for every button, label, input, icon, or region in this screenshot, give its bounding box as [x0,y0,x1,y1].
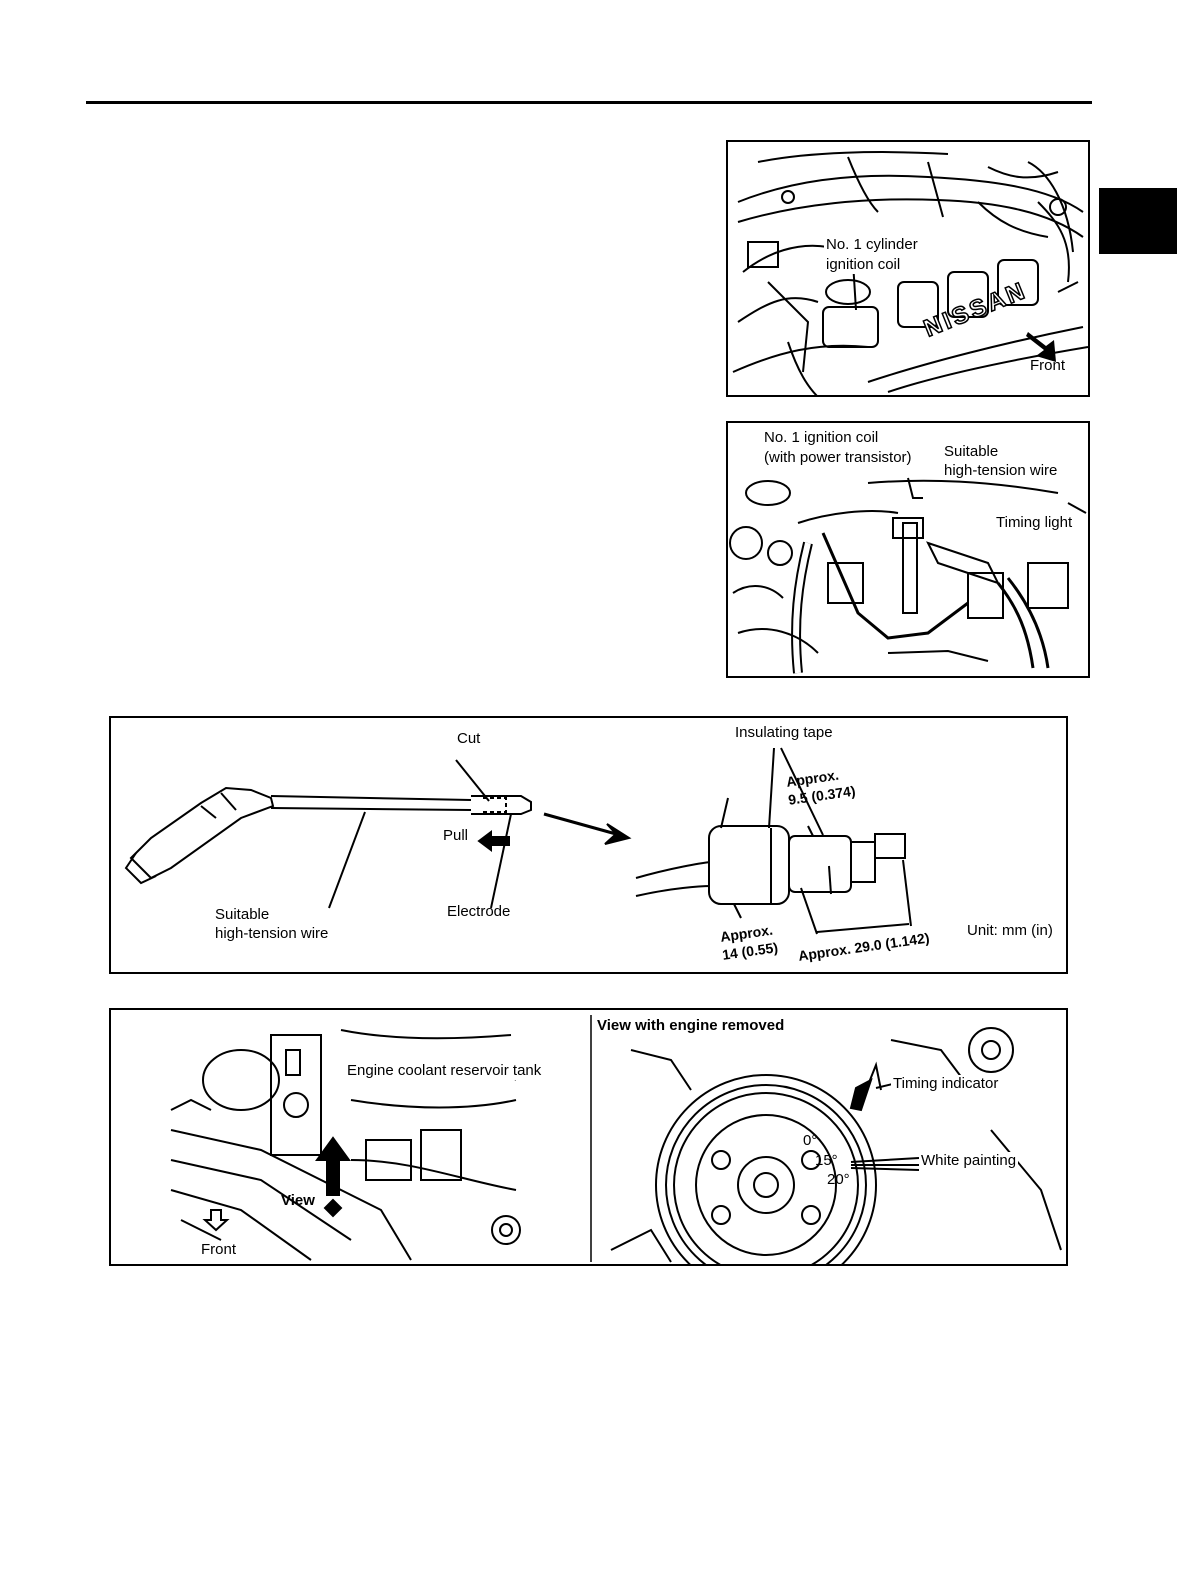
degree-20-label: 20° [827,1171,850,1188]
front-arrow-icon [202,1209,230,1232]
view-arrow-icon [315,1136,351,1196]
timing-light-illustration [729,477,1087,674]
insulating-tape-label: Insulating tape [735,724,833,741]
white-painting-label: White painting [919,1152,1019,1170]
timing-mark-illustration [170,1015,1062,1264]
electrode-label: Electrode [447,903,511,920]
unit-label: Unit: mm (in) [967,922,1053,939]
timing-light-label: Timing light [994,514,1075,532]
section-tab-marker [1099,188,1177,254]
suitable-wire-label-line2: high-tension wire [215,925,329,942]
svg-text:NISSAN: NISSAN [920,277,1031,343]
front-arrow-icon [1026,332,1056,362]
suitable-wire-label-line1: Suitable [942,443,1001,461]
figure-timing-light-connection: No. 1 ignition coil (with power transist… [726,421,1090,678]
front-label: Front [1030,357,1066,374]
degree-0-label: 0° [803,1132,818,1149]
view-label: View [281,1192,315,1209]
wire-preparation-illustration [124,747,912,935]
figure-wire-preparation: Cut Pull Electrode Suitable high-tension… [109,716,1068,974]
suitable-wire-label-line1: Suitable [215,906,270,923]
header-rule [86,101,1092,104]
view-eye-icon [323,1198,343,1218]
no1-ignition-coil-label-line2: (with power transistor) [762,449,914,467]
ignition-coil-label-line2: ignition coil [824,256,903,274]
pull-arrow-icon [477,830,510,852]
figure-ignition-coil-location: NISSAN No. 1 cylinder ignition coil Fron… [726,140,1090,397]
nissan-logo: NISSAN [919,276,1031,343]
coolant-reservoir-label: Engine coolant reservoir tank [345,1062,544,1080]
front-label: Front [201,1241,237,1258]
pull-label: Pull [443,827,469,844]
timing-indicator-label: Timing indicator [891,1075,1001,1093]
ignition-coil-label-line1: No. 1 cylinder [824,236,920,254]
cut-label: Cut [457,730,481,747]
degree-15-label: 15° [815,1152,838,1169]
no1-ignition-coil-label-line1: No. 1 ignition coil [762,429,881,447]
engine-top-illustration: NISSAN [732,151,1088,395]
direction-arrow-icon [604,823,632,845]
suitable-wire-label-line2: high-tension wire [942,462,1060,480]
figure-timing-mark: Engine coolant reservoir tank View Front… [109,1008,1068,1266]
view-with-engine-removed-label: View with engine removed [595,1017,787,1035]
